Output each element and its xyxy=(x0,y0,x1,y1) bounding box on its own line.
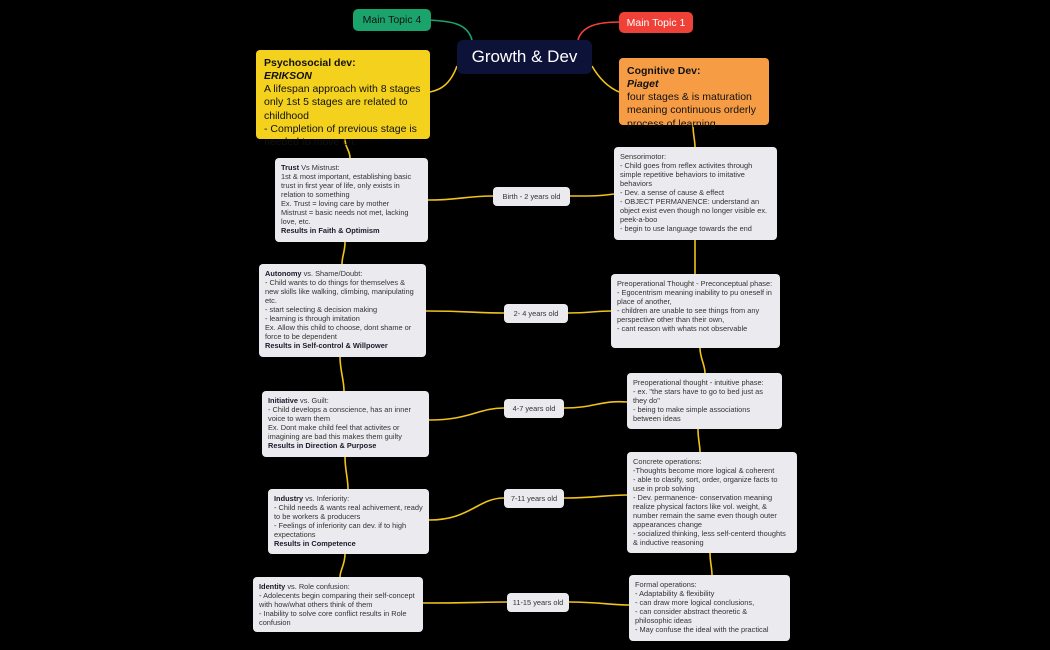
psychosocial-author: ERIKSON xyxy=(264,70,312,83)
main-topic-1[interactable]: Main Topic 1 xyxy=(619,12,693,33)
erikson-stage-card[interactable]: Identity vs. Role confusion: - Adolecent… xyxy=(253,577,423,632)
piaget-stage-card[interactable]: Preoperational thought - intuitive phase… xyxy=(627,373,782,429)
psychosocial-title: Psychosocial dev: xyxy=(264,57,356,69)
piaget-stage-card[interactable]: Preoperational Thought - Preconceptual p… xyxy=(611,274,780,348)
central-topic[interactable]: Growth & Dev xyxy=(457,40,592,74)
cognitive-title: Cognitive Dev: xyxy=(627,65,701,77)
cognitive-author: Piaget xyxy=(627,78,659,91)
age-label[interactable]: 11-15 years old xyxy=(507,593,569,612)
age-label[interactable]: 4-7 years old xyxy=(504,399,564,418)
psychosocial-body: A lifespan approach with 8 stages only 1… xyxy=(264,83,421,148)
psychosocial-topic[interactable]: Psychosocial dev: ERIKSON A lifespan app… xyxy=(256,50,430,148)
cognitive-body: four stages & is maturation meaning cont… xyxy=(627,91,756,130)
piaget-stage-card[interactable]: Sensorimotor: - Child goes from reflex a… xyxy=(614,147,777,240)
erikson-stage-card[interactable]: Initiative vs. Guilt: - Child develops a… xyxy=(262,391,429,457)
piaget-stage-card[interactable]: Formal operations: - Adaptability & flex… xyxy=(629,575,790,641)
cognitive-topic[interactable]: Cognitive Dev: Piaget four stages & is m… xyxy=(619,58,769,130)
erikson-stage-card[interactable]: Trust Vs Mistrust: 1st & most important,… xyxy=(275,158,428,242)
erikson-stage-card[interactable]: Industry vs. Inferiority: - Child needs … xyxy=(268,489,429,554)
age-label[interactable]: 7-11 years old xyxy=(504,489,564,508)
erikson-stage-card[interactable]: Autonomy vs. Shame/Doubt: - Child wants … xyxy=(259,264,426,357)
age-label[interactable]: Birth - 2 years old xyxy=(493,187,570,206)
main-topic-4[interactable]: Main Topic 4 xyxy=(353,9,431,31)
age-label[interactable]: 2- 4 years old xyxy=(504,304,568,323)
piaget-stage-card[interactable]: Concrete operations: -Thoughts become mo… xyxy=(627,452,797,553)
